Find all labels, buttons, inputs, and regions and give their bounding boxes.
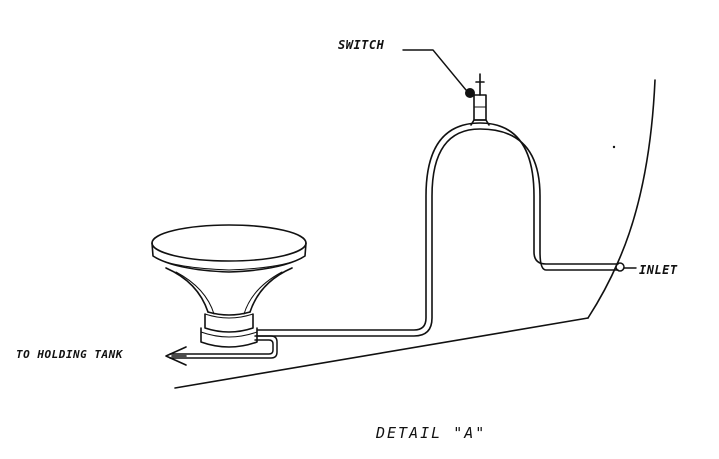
inlet-label: INLET	[639, 263, 678, 277]
hull-mark-dot	[612, 145, 616, 149]
discharge-arrow-icon	[165, 346, 187, 366]
inlet-fitting	[615, 262, 625, 272]
switch-valve	[465, 73, 490, 126]
hull-bottom-line	[174, 317, 589, 389]
toilet-bowl	[151, 224, 307, 348]
intake-hose-outer	[257, 122, 619, 331]
detail-caption: DETAIL "A"	[376, 424, 487, 442]
discharge-pipe-inner	[169, 339, 274, 355]
switch-label: SWITCH	[338, 38, 385, 52]
intake-hose-inner	[257, 128, 619, 337]
holding-tank-label: TO HOLDING TANK	[16, 348, 123, 361]
hull-side-line	[587, 79, 656, 319]
switch-leader-line	[402, 49, 467, 91]
